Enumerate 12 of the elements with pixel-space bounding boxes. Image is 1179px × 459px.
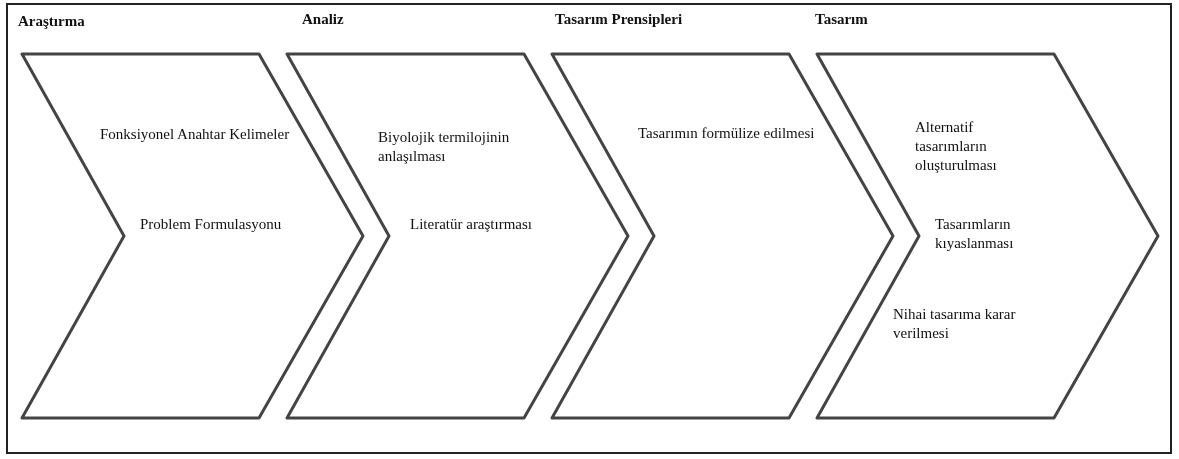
step-text: Nihai tasarıma karar verilmesi — [893, 305, 1017, 343]
step-text: Fonksiyonel Anahtar Kelimeler — [100, 125, 290, 144]
stage-heading: Analiz — [302, 10, 345, 29]
stage-heading: Araştırma — [18, 12, 86, 31]
step-text: Problem Formulasyonu — [140, 215, 283, 234]
step-text: Tasarımın formülize edilmesi — [638, 124, 816, 143]
stage-heading: Tasarım Prensipleri — [555, 10, 684, 29]
stage-heading: Tasarım — [815, 10, 869, 29]
step-text: Tasarımların kıyaslanması — [935, 215, 1015, 253]
step-text: Biyolojik termilojinin anlaşılması — [378, 128, 511, 166]
step-text: Alternatif tasarımların oluşturulması — [915, 118, 998, 175]
step-text: Literatür araştırması — [410, 215, 534, 234]
